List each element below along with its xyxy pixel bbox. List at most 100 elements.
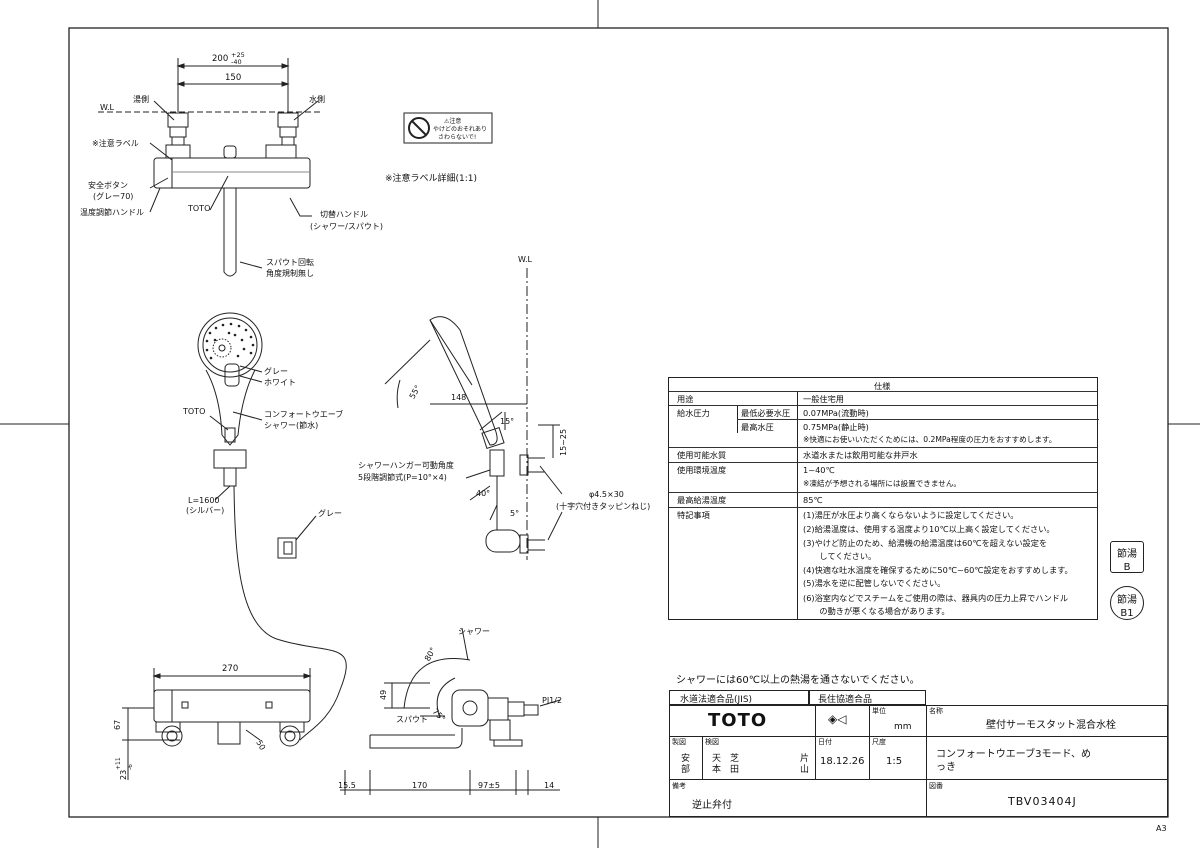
shower-holes [205,322,255,360]
dim-55: 55° [408,384,423,401]
spout-rotation-label-2: 角度規制無し [266,268,314,278]
caution-label-callout: ※注意ラベル [92,138,139,148]
side-view [384,268,563,560]
hot-water-warning: シャワーには60℃以上の熱湯を通さないでください。 [676,675,920,686]
note-label: 備考 [672,782,686,790]
dim-97: 97±5 [478,781,500,790]
dim-50: 50 [254,739,267,752]
spec-row-0-key: 用途 [677,394,694,404]
jis-label: 水道法適合品(JIS) [680,695,753,705]
screw-label-1: φ4.5×30 [589,490,624,499]
caution-sticker-line-2: さわらないで! [438,134,476,141]
hanger-gray-label: グレー [318,508,342,518]
spec-row-5-key: 最高給湯温度 [677,495,727,505]
gray-label: グレー [264,366,288,376]
spec-row-3-key: 使用可能水質 [677,450,727,460]
spec-table: 仕様 用途 一般住宅用 給水圧力 最低必要水圧 0.07MPa(流動時) 最高水… [668,377,1099,620]
spec-row-1-key: 給水圧力 [677,408,710,418]
dim-150: 150 [225,73,241,83]
shower-label: シャワー [458,627,490,636]
comfort-wave-label-2: シャワー(節水) [264,420,318,430]
dim-15-25: 15~25 [559,429,568,456]
spec-note-2: (2)給湯温度は、使用する温度より10℃以上高く設定してください。 [803,524,1055,534]
spec-note-6b: の動きが悪くなる場合があります。 [803,606,950,616]
spec-note-3: (3)やけど防止のため、給湯機の給湯温度は60℃を超えない設定を [803,538,1048,548]
front-view [98,58,320,277]
spec-row-4-val: 1~40℃ [803,465,835,475]
model-name-1: コンフォートウエーブ3モード、め [936,749,1092,760]
spec-row-2-note: ※快適にお使いいただくためには、0.2MPa程度の圧力をおすすめします。 [803,435,1057,444]
spec-title: 仕様 [874,381,891,391]
brand-logo: TOTO [708,710,768,731]
hot-side-label: 湯側 [133,94,149,104]
screw-label-2: (十字穴付きタッピンねじ) [556,501,650,511]
dim-200: 200 [212,54,228,64]
spec-row-2-subkey: 最高水圧 [741,422,774,432]
drawing-no: TBV03404J [1008,795,1077,808]
date-value: 18.12.26 [820,756,865,767]
caution-sticker-line-1: やけどのおそれあり [433,125,487,133]
hose-color-label: (シルバー) [186,506,224,515]
spec-row-0-val: 一般住宅用 [803,394,844,404]
product-name: 壁付サーモスタット混合水栓 [986,720,1116,731]
dim-75: 75° [431,707,447,723]
sheet-size: A3 [1156,824,1167,833]
caution-sticker: ⚠注意 やけどのおそれあり さわらないで! ※注意ラベル詳細(1:1) [385,112,493,184]
switch-handle-note: (シャワー/スパウト) [310,222,383,231]
spec-row-2-val: 0.75MPa(静止時) [803,422,869,432]
drawing-no-label: 図番 [929,782,943,790]
drawn-label: 製図 [672,738,686,746]
spec-note-4: (4)快適な吐水温度を確保するために50℃~60℃設定をおすすめします。 [803,565,1073,575]
safety-button-label: 安全ボタン [88,180,128,190]
switch-handle-label: 切替ハンドル [320,209,368,219]
dim-270: 270 [222,664,238,674]
dim-14: 14 [544,781,554,790]
bottom-front-text: 270 67 23 +11 -6 50 [113,664,267,780]
setsuyu-b1-bottom: B1 [1120,608,1134,619]
bottom-side-view [340,627,561,795]
check-3: 片 [800,754,810,764]
spec-row-6-key: 特記事項 [677,510,710,520]
scale-label: 尺度 [872,738,886,746]
comfort-wave-label-1: コンフォートウエーブ [264,409,343,419]
dim-15-5: 15.5 [338,781,356,790]
shower-head-text: グレー ホワイト TOTO コンフォートウエーブ シャワー(節水) L=1600… [182,366,343,515]
hanger-adjust-label-2: 5段階調節式(P=10°×4) [358,472,447,482]
dim-148: 148 [451,393,466,402]
choju-label: 長住協適合品 [818,695,873,705]
caution-detail-label: ※注意ラベル詳細(1:1) [385,172,477,184]
spec-note-5: (5)湯水を逆に配管しないでください。 [803,578,946,588]
unit-label: 単位 [872,707,886,715]
scale-value: 1:5 [886,756,903,767]
dim-40: 40° [476,489,490,498]
spout-label: スパウト [396,715,428,724]
hose-length-label: L=1600 [188,496,220,505]
spec-row-1-val: 0.07MPa(流動時) [803,408,869,418]
caution-sticker-title: ⚠注意 [444,117,461,125]
dim-200-tol-dn: -40 [231,58,242,66]
bottom-front-view [122,668,312,780]
side-view-text: W.L 55° 148 15° 15~25 シャワーハンガー可動角度 5段階調節… [358,255,650,518]
check-label: 検図 [705,738,719,746]
hanger-adjust-label-1: シャワーハンガー可動角度 [358,460,454,470]
model-name-2: っき [936,762,956,773]
dim-15: 15° [500,417,514,426]
date-label: 日付 [818,738,832,746]
safety-button-note: (グレー70) [93,191,133,201]
check-2: 本 田 [712,765,740,775]
bottom-side-text: シャワー 80° 49 スパウト 75° PJ1/2 15.5 170 97±5… [338,627,562,790]
dim-23: 23 [119,770,128,780]
spec-row-4-note: ※凍結が予想される場所には設置できません。 [803,479,962,488]
dim-200-tol-up: +25 [231,51,245,59]
spec-row-3-val: 水道水または飲用可能な井戸水 [803,450,918,460]
front-view-text: 200 +25 -40 150 湯側 水側 W.L ※注意ラベル 安全ボタン (… [80,51,383,278]
setsuyu-b1-top: 節湯 [1117,595,1137,606]
check-1: 天 芝 [712,754,740,764]
spout-rotation-label-1: スパウト回転 [266,258,314,267]
check-4: 山 [800,765,810,775]
hanger-and-hose [233,485,347,741]
setsuyu-b1-badge: 節湯 B1 [1110,586,1144,620]
drawn-1: 安 [681,754,691,764]
